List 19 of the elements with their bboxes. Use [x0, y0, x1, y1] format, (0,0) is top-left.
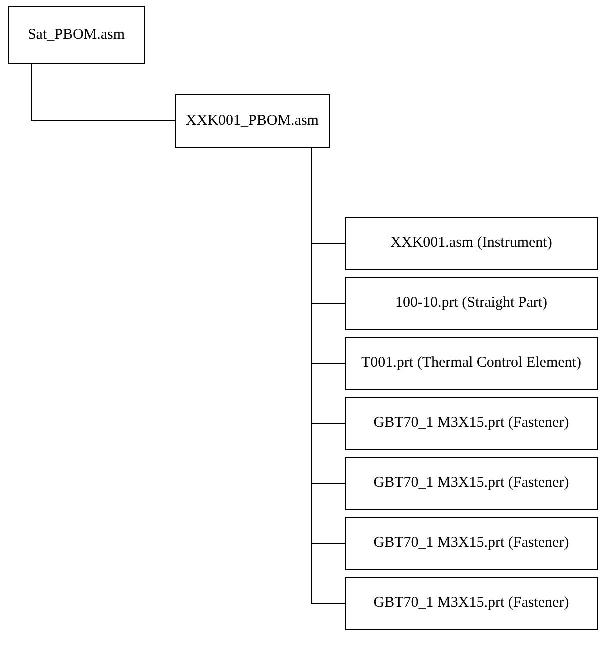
file-box	[345, 277, 598, 330]
file-box	[345, 397, 598, 450]
file-box	[8, 6, 145, 64]
file-box	[345, 217, 598, 270]
file-box	[345, 517, 598, 570]
file-name: GBT70_1 M3X15.prt (Fastener)	[374, 594, 570, 613]
file-name: 100-10.prt (Straight Part)	[395, 294, 548, 313]
file-name: Sat_PBOM.asm	[28, 26, 126, 44]
connector-line	[32, 64, 176, 122]
file-box	[175, 94, 330, 148]
file-box	[345, 457, 598, 510]
file-name: T001.prt (Thermal Control Element)	[362, 354, 582, 373]
file-name: XXK001_PBOM.asm	[186, 112, 319, 130]
file-box	[345, 577, 598, 630]
file-name: GBT70_1 M3X15.prt (Fastener)	[374, 534, 570, 553]
file-name: XXK001.asm (Instrument)	[390, 234, 552, 253]
file-name: GBT70_1 M3X15.prt (Fastener)	[374, 414, 570, 433]
file-name: GBT70_1 M3X15.prt (Fastener)	[374, 474, 570, 493]
file-box	[345, 337, 598, 390]
